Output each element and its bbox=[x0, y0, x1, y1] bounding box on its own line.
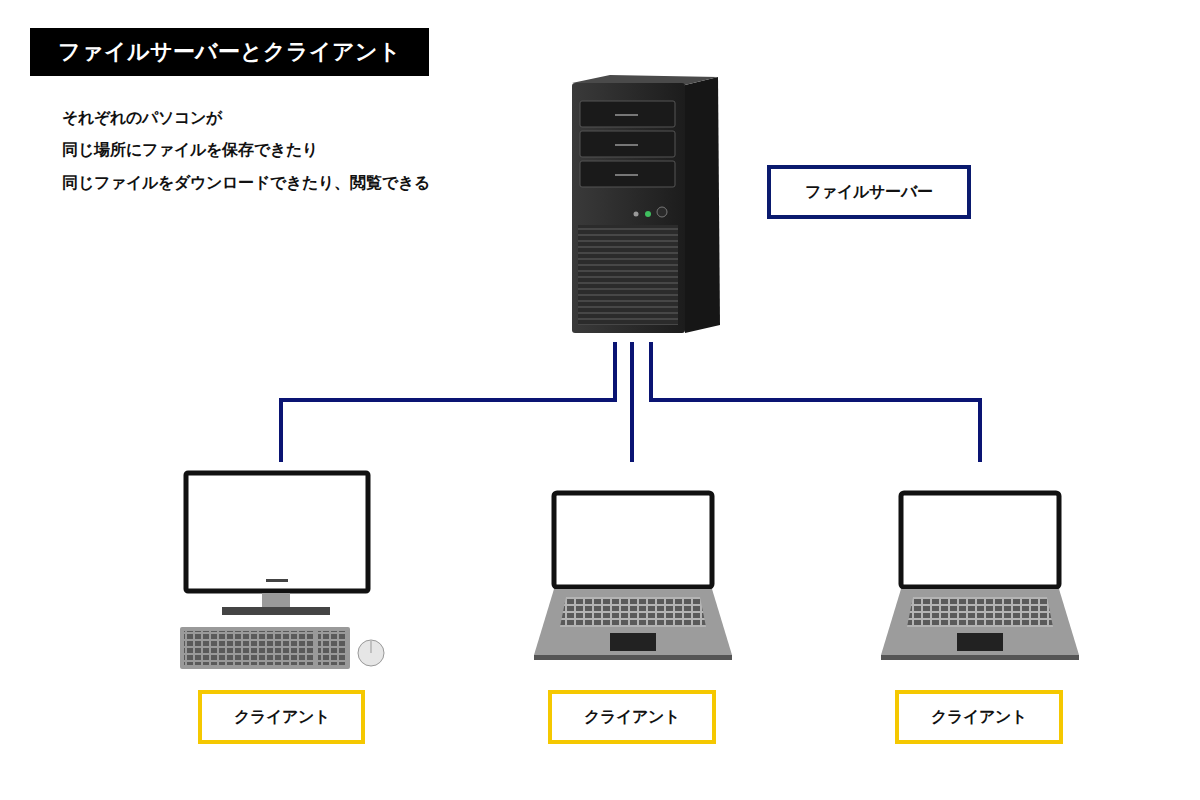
client-label: クライアント bbox=[548, 690, 716, 744]
laptop-computer bbox=[877, 465, 1082, 680]
client-label: クライアント bbox=[895, 690, 1063, 744]
network-line bbox=[630, 342, 634, 462]
client-label: クライアント bbox=[198, 690, 365, 744]
client-node: クライアント bbox=[170, 465, 400, 747]
client-node: クライアント bbox=[530, 465, 735, 747]
network-line bbox=[281, 342, 615, 462]
desktop-computer bbox=[170, 465, 400, 680]
server-tower bbox=[570, 75, 730, 340]
server-node: ファイルサーバー bbox=[570, 75, 975, 337]
client-node: クライアント bbox=[877, 465, 1082, 747]
network-line bbox=[651, 342, 980, 462]
note-text: 同じファイルをダウンロードできたり、閲覧できる bbox=[62, 173, 430, 194]
server-label: ファイルサーバー bbox=[767, 165, 971, 219]
laptop-computer bbox=[530, 465, 735, 680]
note-text: それぞれのパソコンが bbox=[62, 108, 222, 129]
title-bar: ファイルサーバーとクライアント bbox=[30, 28, 429, 76]
note-text: 同じ場所にファイルを保存できたり bbox=[62, 140, 318, 161]
